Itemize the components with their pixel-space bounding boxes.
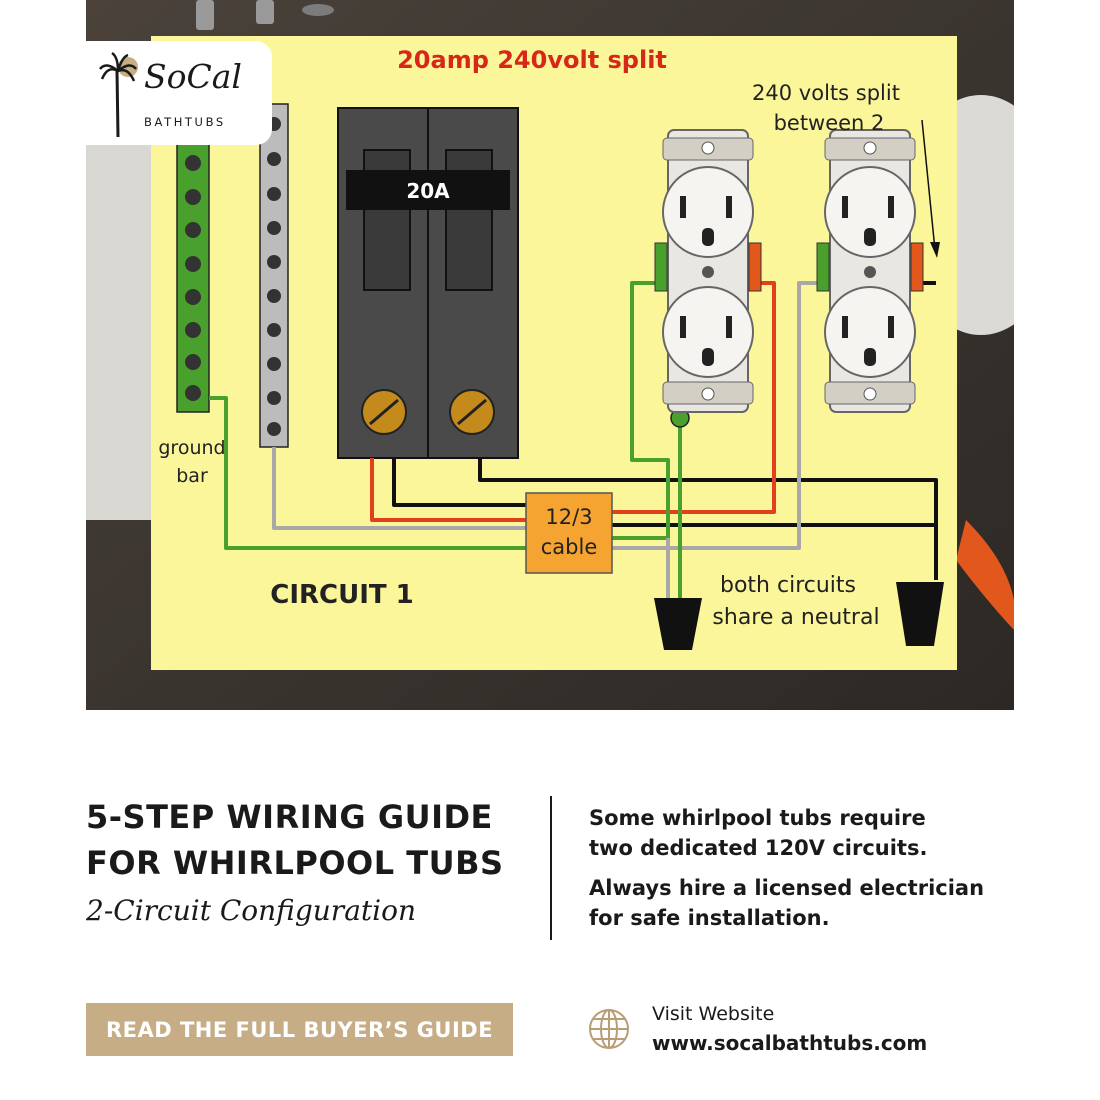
wire-nut-left — [654, 598, 702, 650]
vertical-divider — [550, 796, 552, 940]
info-safety-line2: for safe installation. — [589, 906, 830, 930]
cable-label-line2: cable — [541, 535, 598, 559]
outlet-left — [654, 129, 762, 413]
info-requirement-line2: two dedicated 120V circuits. — [589, 836, 928, 860]
breaker-label-band — [346, 170, 510, 210]
palm-tree-icon — [99, 51, 138, 138]
ground-bar-screws — [185, 122, 201, 401]
circuit-label: CIRCUIT 1 — [270, 580, 414, 610]
split-note-line1: 240 volts split — [752, 81, 900, 105]
guide-title-line2: FOR WHIRLPOOL TUBS — [86, 844, 504, 882]
globe-icon — [589, 1009, 629, 1049]
ground-bar-label-line1: ground — [158, 437, 225, 459]
read-buyers-guide-button[interactable]: READ THE FULL BUYER’S GUIDE — [86, 1003, 513, 1056]
brand-logo[interactable]: SoCal BATHTUBS — [86, 41, 272, 145]
breaker-rating: 20A — [406, 179, 450, 203]
guide-subtitle: 2-Circuit Configuration — [86, 894, 416, 927]
ground-bar-label-line2: bar — [176, 465, 208, 487]
neutral-note-line2: share a neutral — [712, 605, 879, 630]
guide-title-line1: 5-STEP WIRING GUIDE — [86, 798, 493, 836]
info-requirement-line1: Some whirlpool tubs require — [589, 806, 926, 830]
diagram-title: 20amp 240volt split — [397, 46, 667, 74]
cable-label-line1: 12/3 — [545, 505, 592, 529]
visit-website-label: Visit Website — [652, 1003, 775, 1025]
wiring-diagram-image: 20amp 240volt split 20A — [86, 0, 1014, 710]
neutral-note-line1: both circuits — [720, 573, 856, 598]
wire-nut-right — [896, 582, 944, 646]
info-safety-line1: Always hire a licensed electrician — [589, 876, 985, 900]
guide-title: 5-STEP WIRING GUIDE FOR WHIRLPOOL TUBS — [86, 794, 536, 886]
cable-box — [525, 492, 613, 574]
wires — [209, 281, 938, 600]
info-safety: Always hire a licensed electrician for s… — [589, 873, 1049, 933]
brand-logo-script: SoCal — [144, 57, 242, 96]
info-requirement: Some whirlpool tubs require two dedicate… — [589, 803, 1049, 863]
breaker-terminal-screws — [361, 389, 495, 435]
outlet-right — [816, 129, 924, 413]
brand-logo-subtitle: BATHTUBS — [144, 115, 226, 129]
split-note-line2: between 2 — [774, 111, 885, 135]
website-link[interactable]: www.socalbathtubs.com — [652, 1031, 928, 1055]
